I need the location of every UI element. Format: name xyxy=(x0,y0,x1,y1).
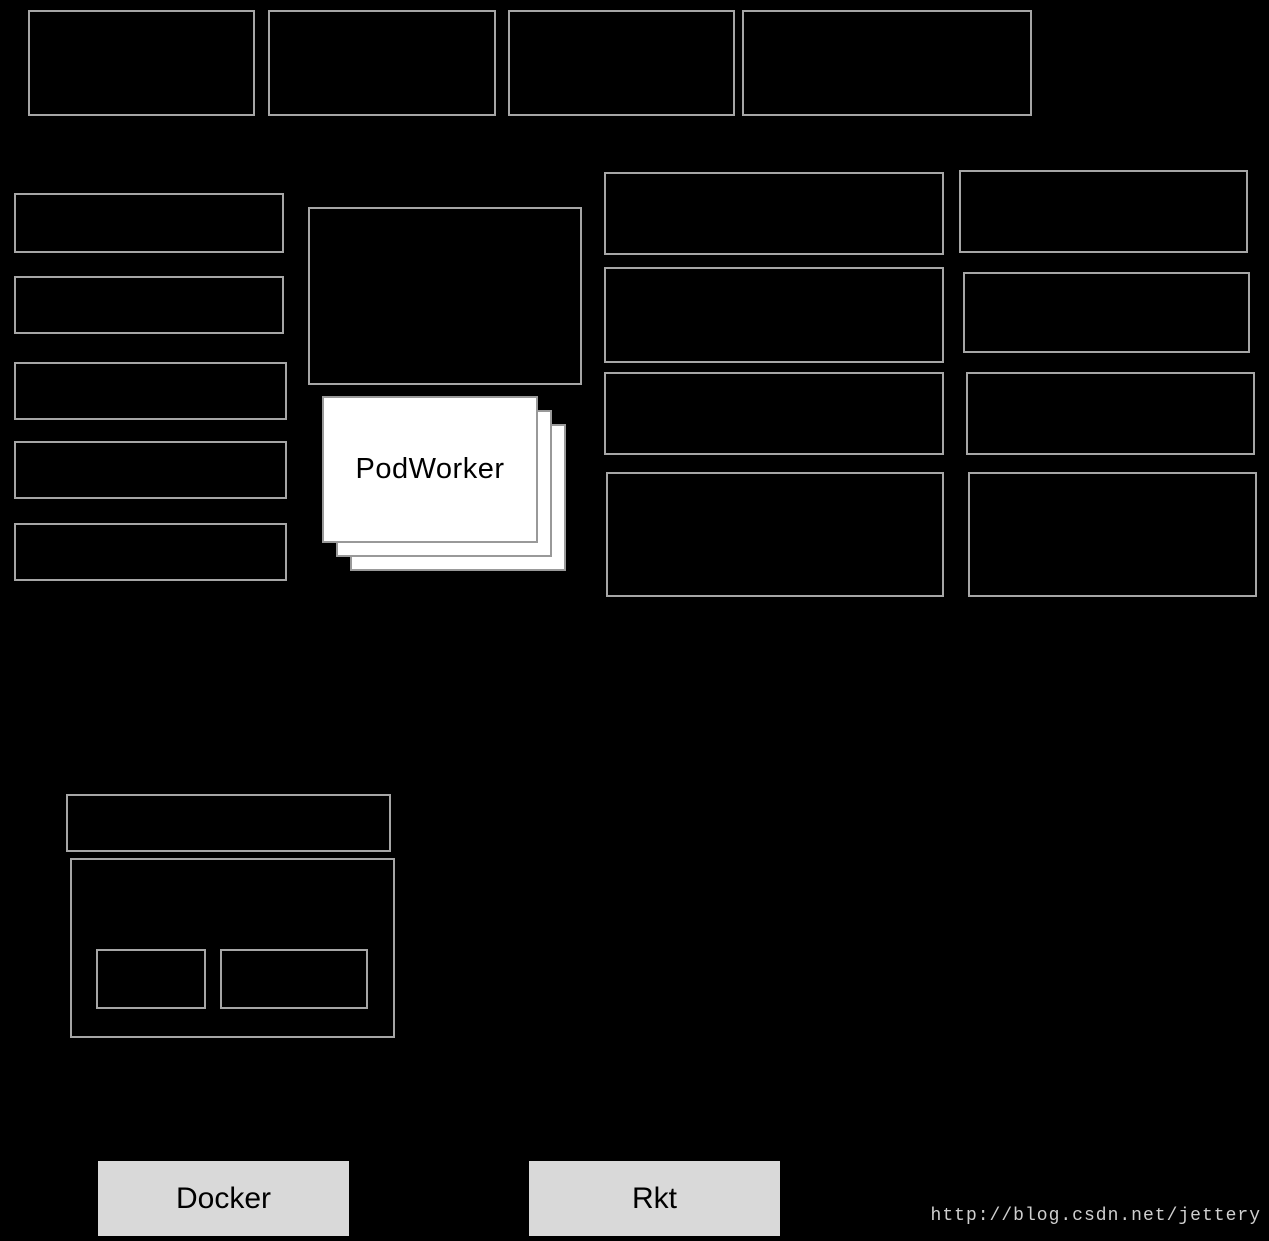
right-columnB-box-2 xyxy=(963,272,1250,353)
left-component-box-3 xyxy=(14,362,287,420)
top-component-box-3 xyxy=(508,10,735,116)
group-header-box xyxy=(66,794,391,852)
right-columnA-box-3 xyxy=(604,372,944,455)
left-component-box-2 xyxy=(14,276,284,334)
pod-worker-label: PodWorker xyxy=(355,453,505,485)
group-inner-box-1 xyxy=(96,949,206,1009)
docker-runtime-box: Docker xyxy=(96,1159,351,1238)
rkt-label: Rkt xyxy=(632,1181,677,1215)
left-component-box-1 xyxy=(14,193,284,253)
pod-worker-card: PodWorker xyxy=(322,396,538,543)
right-columnA-box-1 xyxy=(604,172,944,255)
top-component-box-1 xyxy=(28,10,255,116)
right-columnA-box-4 xyxy=(606,472,944,597)
rkt-runtime-box: Rkt xyxy=(527,1159,782,1238)
right-columnB-box-1 xyxy=(959,170,1248,253)
top-component-box-2 xyxy=(268,10,496,116)
right-columnA-box-2 xyxy=(604,267,944,363)
left-component-box-5 xyxy=(14,523,287,581)
center-component-box xyxy=(308,207,582,385)
group-inner-box-2 xyxy=(220,949,368,1009)
right-columnB-box-3 xyxy=(966,372,1255,455)
left-component-box-4 xyxy=(14,441,287,499)
group-body-box xyxy=(70,858,395,1038)
right-columnB-box-4 xyxy=(968,472,1257,597)
top-component-box-4 xyxy=(742,10,1032,116)
watermark-url: http://blog.csdn.net/jettery xyxy=(930,1206,1261,1226)
docker-label: Docker xyxy=(175,1181,272,1215)
